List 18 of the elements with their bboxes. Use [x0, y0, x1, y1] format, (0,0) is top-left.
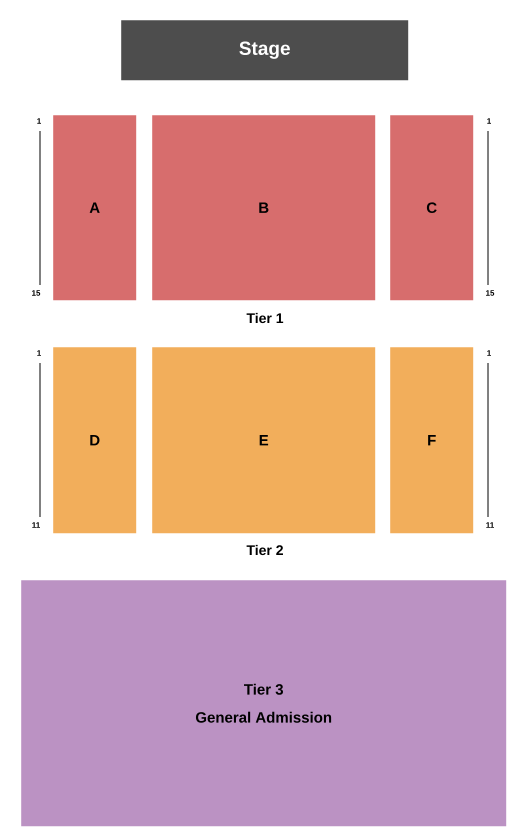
row-number: 1	[487, 350, 491, 356]
seating-section: D	[53, 347, 136, 534]
row-number: 15	[486, 290, 494, 296]
seating-section: C	[390, 115, 474, 300]
seating-section: A	[53, 115, 136, 300]
stage-box: Stage	[121, 20, 408, 80]
row-number: 1	[487, 118, 491, 124]
tier-label: Tier 1	[246, 312, 284, 324]
tier-label: Tier 2	[246, 544, 283, 556]
seating-section: E	[152, 347, 376, 534]
seating-section: F	[390, 347, 474, 534]
general-admission-area: Tier 3 General Admission	[21, 580, 506, 826]
row-number: 1	[37, 118, 41, 124]
row-number: 15	[32, 290, 40, 296]
row-number: 11	[486, 522, 494, 528]
row-number: 11	[32, 522, 40, 528]
seating-section: B	[152, 115, 376, 300]
row-number: 1	[37, 350, 41, 356]
